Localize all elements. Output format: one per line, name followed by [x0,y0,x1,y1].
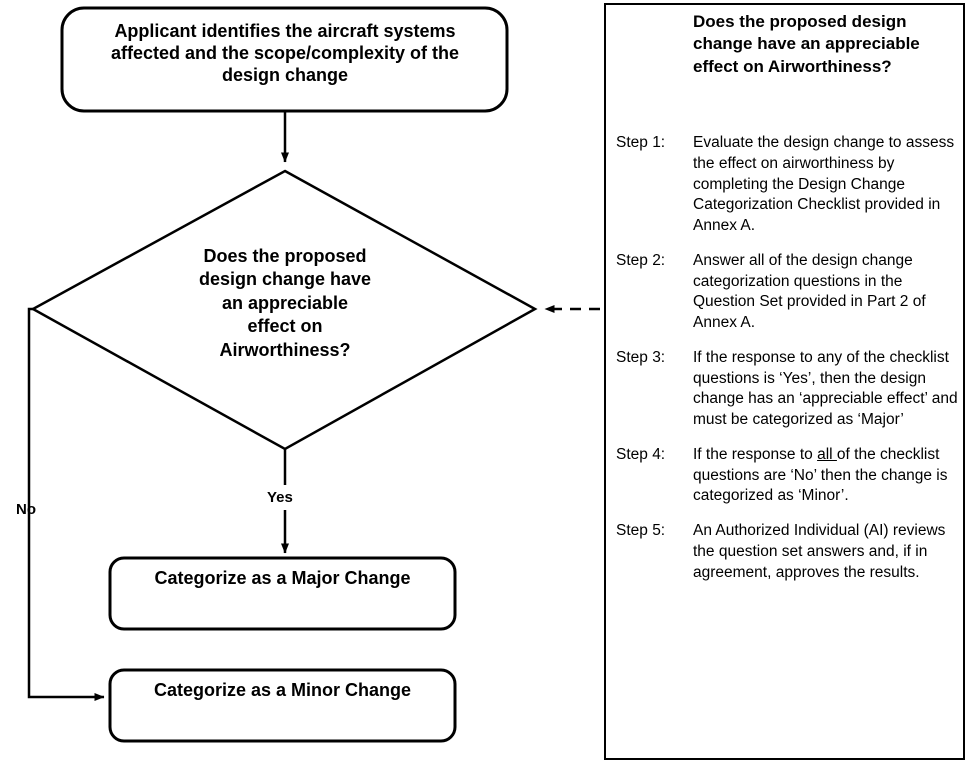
step-body: Evaluate the design change to assess the… [693,134,955,235]
edge-label-yes: Yes [267,489,293,506]
step-label: Step 3: [616,348,666,366]
connector-decision-no [27,307,105,701]
flowchart-canvas [27,6,600,743]
guidance-panel: Does the proposed design change have an … [604,3,965,760]
steps-list: Step 1: Evaluate the design change to as… [616,133,964,598]
minor-change-label: Categorize as a Minor Change [153,680,412,700]
major-change-label: Categorize as a Major Change [154,568,411,588]
step-body-emphasis: all [817,445,837,463]
step-body: Answer all of the design change categori… [693,251,926,332]
panel-heading: Does the proposed design change have an … [693,12,920,76]
minor-change-box [108,668,457,743]
step-label: Step 4: [616,445,666,463]
step-body-rich: If the response to all of the checklist … [693,445,964,507]
step-row: Step 1: Evaluate the design change to as… [616,133,964,237]
step-row: Step 3: If the response to any of the ch… [616,348,964,431]
edge-label-no: No [16,501,36,518]
step-row: Step 4: If the response to all of the ch… [616,445,964,507]
start-box-label: Applicant identifies the aircraft system… [110,21,460,86]
step-label: Step 2: [616,251,666,269]
step-label: Step 1: [616,134,666,151]
step-body-pre: If the response to [693,445,818,463]
step-row: Step 2: Answer all of the design change … [616,251,964,334]
step-body: If the response to any of the checklist … [693,348,958,429]
step-body: An Authorized Individual (AI) reviews th… [693,522,946,581]
step-row: Step 5: An Authorized Individual (AI) re… [616,521,964,583]
step-body-post: of the checklist questions are ‘No’ then… [693,445,948,505]
major-change-box [108,556,457,631]
step-label: Step 5: [616,522,666,540]
decision-diamond-label: Does the proposed design change have an … [198,246,372,360]
